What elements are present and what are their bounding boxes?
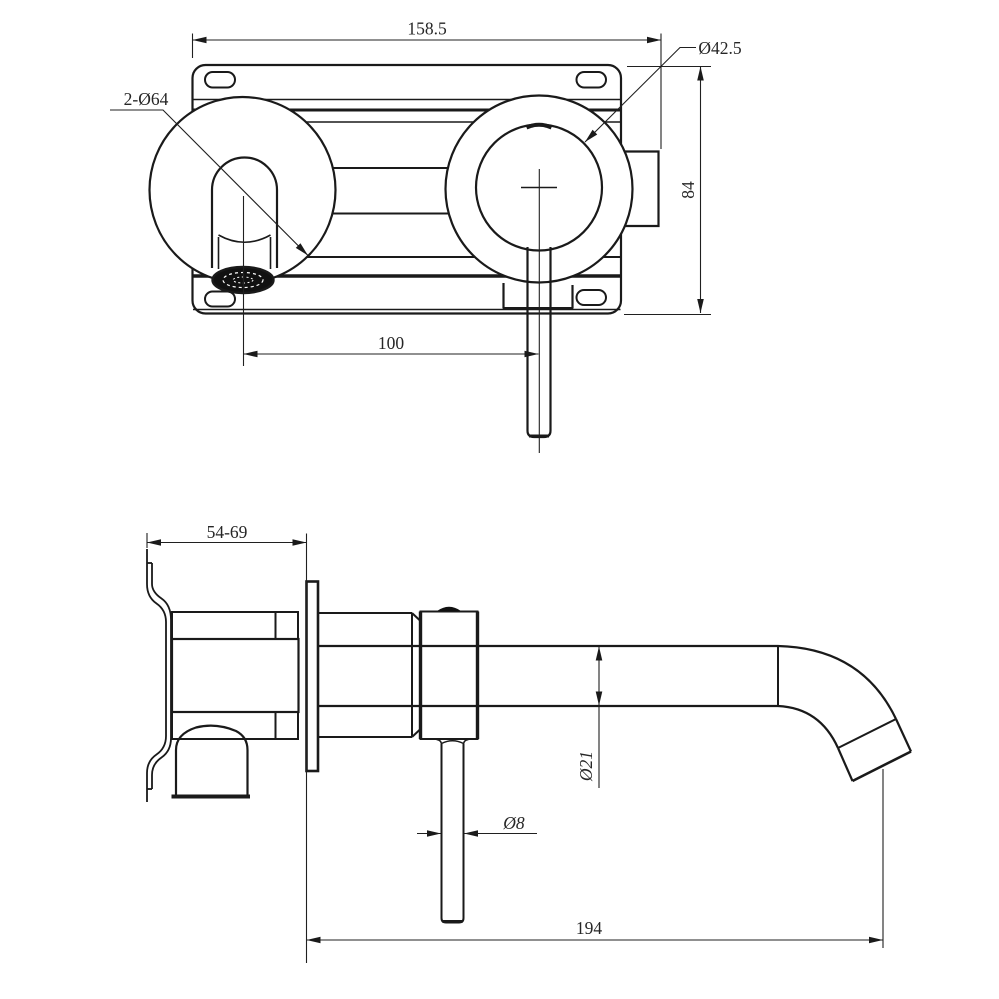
dim-spout-reach-label: 194	[576, 918, 603, 938]
mounting-slots	[204, 71, 607, 308]
dim-lever-rod-diameter: Ø8	[417, 813, 537, 837]
dim-plate-width: 158.5	[191, 19, 662, 149]
dim-plate-height-label: 84	[678, 181, 698, 199]
dim-escutcheons-label: 2-Ø64	[124, 89, 169, 109]
side-view-dimensions: 54-69 Ø21 Ø8 194	[146, 522, 884, 963]
spout-tip-face	[851, 750, 912, 783]
dim-centers-spacing: 100	[243, 333, 539, 358]
trim-plate	[305, 580, 320, 773]
dim-spout-tube-label: Ø21	[576, 751, 596, 782]
wall-break-line	[146, 549, 172, 802]
inlet-elbow	[174, 724, 249, 796]
spout-front	[210, 156, 279, 366]
dim-spout-reach: 194	[306, 769, 884, 948]
spout-tip-joint	[837, 718, 897, 749]
handle-lever-side	[436, 738, 469, 924]
dim-centers-spacing-label: 100	[378, 333, 405, 353]
spout-tube-face	[218, 234, 271, 244]
handle-lower-bracket	[502, 283, 574, 310]
mounting-slot-top-left	[204, 71, 236, 89]
dim-wall-depth-label: 54-69	[207, 522, 248, 542]
dim-handle-trim-diameter: Ø42.5	[584, 38, 742, 143]
dim-handle-trim-label: Ø42.5	[698, 38, 742, 58]
dim-wall-depth: 54-69	[146, 522, 307, 548]
handle-top-notch	[525, 122, 553, 130]
mounting-slot-bottom-left	[204, 290, 236, 308]
dim-escutcheons-diameter: 2-Ø64	[110, 89, 309, 256]
handle-center-mark	[521, 169, 557, 453]
dim-lever-rod-label: Ø8	[502, 813, 525, 833]
spout-tube-side	[318, 644, 912, 783]
dim-spout-tube-diameter: Ø21	[576, 646, 603, 788]
side-tab	[621, 150, 660, 228]
side-view	[146, 549, 912, 924]
handle-escutcheon-side	[418, 606, 480, 740]
mounting-slot-bottom-right	[575, 289, 607, 306]
dim-plate-height: 84	[624, 65, 711, 316]
dim-plate-width-label: 158.5	[407, 19, 447, 39]
mounting-slot-top-right	[575, 71, 607, 89]
front-view	[148, 63, 660, 453]
set-screw	[437, 606, 461, 611]
front-view-dimensions: 158.5 Ø42.5 2-Ø64 84 100	[110, 19, 742, 358]
spout-outer-shell	[210, 156, 279, 268]
spout-sleeve-side	[318, 612, 421, 738]
valve-body	[170, 611, 300, 799]
